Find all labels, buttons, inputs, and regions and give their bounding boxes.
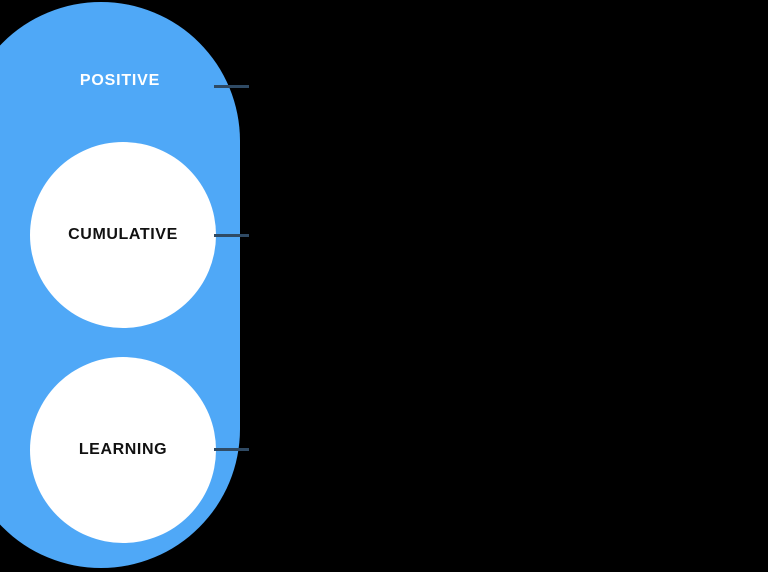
learning-label: LEARNING bbox=[78, 441, 168, 458]
cumulative-label: CUMULATIVE bbox=[68, 226, 178, 243]
positive-leader-line bbox=[214, 85, 249, 88]
positive-label: POSITIVE bbox=[79, 72, 161, 89]
learning-bubble[interactable]: LEARNING bbox=[30, 357, 216, 543]
description-panel bbox=[256, 0, 768, 572]
cumulative-leader-line bbox=[214, 234, 249, 237]
cumulative-bubble[interactable]: CUMULATIVE bbox=[30, 142, 216, 328]
learning-leader-line bbox=[214, 448, 249, 451]
